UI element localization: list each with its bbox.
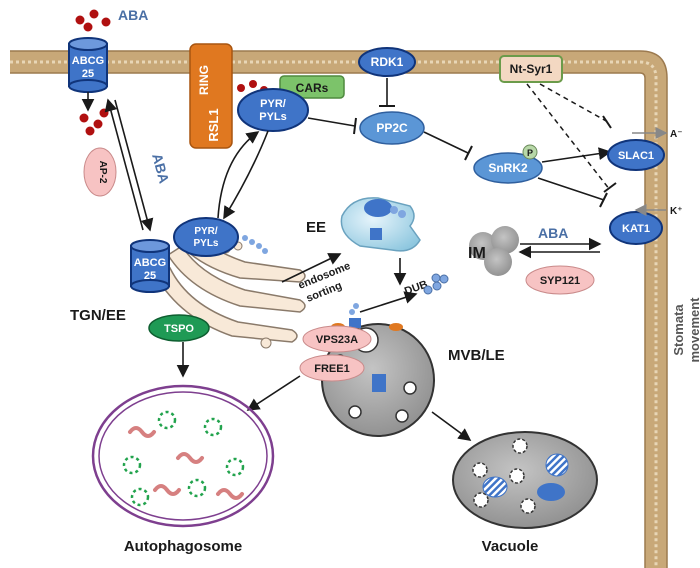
pyr-tgn-line2: PYLs [193,238,218,249]
anion-label: A⁻ [670,129,683,140]
abcg25-transporter-tgn: ABCG 25 [130,239,170,293]
vps23a-protein: VPS23A [302,325,372,353]
aba-label-mid: ABA [538,225,568,241]
early-endosome [340,197,421,252]
kat1-channel: KAT1 [609,211,663,245]
rsl1-ligase: RING RSL1 [189,43,233,149]
abcg25-top-line1: ABCG [72,55,104,67]
ee-label: EE [306,219,326,236]
stomata-line2: movement [687,297,700,363]
pp2c-label: PP2C [376,121,408,135]
abcg25-transporter-membrane: ABCG 25 [68,37,108,93]
pyr-top-line2: PYLs [259,111,287,123]
free1-label: FREE1 [314,363,349,375]
autophagosome [91,384,275,528]
pyr-pyls-receptor-tgn: PYR/ PYLs [173,217,268,257]
ring-label: RING [197,65,211,95]
nt-syr1-label: Nt-Syr1 [510,62,553,76]
phospho-label: P [527,148,533,158]
tgn-ee-label: TGN/EE [70,307,126,324]
stomata-line1: Stomata [671,304,686,356]
nt-syr1-protein: Nt-Syr1 [499,55,563,83]
pyr-pyls-receptor-top: PYR/ PYLs [237,88,309,132]
abcg25-top-line2: 25 [82,68,94,80]
vps23a-label: VPS23A [316,334,358,346]
aba-label-left: ABA [149,152,172,185]
autophagosome-label: Autophagosome [124,538,242,555]
pp2c-phosphatase: PP2C [359,111,425,145]
aba-label-top: ABA [118,7,148,23]
potassium-label: K⁺ [670,206,683,217]
abcg25-tgn-line2: 25 [144,270,156,282]
slac1-channel: SLAC1 [607,139,665,171]
abcg25-tgn-line1: ABCG [134,257,166,269]
plasma-membrane [10,50,668,568]
aba-molecules-top [75,9,111,32]
kat1-label: KAT1 [622,223,650,235]
slac1-label: SLAC1 [618,150,654,162]
ubiquitin-freed [423,273,449,295]
syp121-label: SYP121 [540,275,580,287]
pyr-tgn-line1: PYR/ [194,226,218,237]
intracellular-membrane-vesicles: IM [468,226,519,276]
snrk2-kinase: SnRK2 P [473,144,543,184]
rdk1-label: RDK1 [371,55,404,69]
vacuole-label: Vacuole [482,538,539,555]
im-label: IM [468,245,486,262]
rdk1-kinase: RDK1 [358,47,416,77]
tspo-label: TSPO [164,323,194,335]
pyr-top-line1: PYR/ [260,98,286,110]
tgn-ee-cisternae [154,229,306,349]
cars-proteins: CARs [279,75,345,99]
vacuole [452,431,598,529]
aba-molecules-left [79,108,109,136]
ap2-label: AP-2 [97,161,108,184]
ap2-adaptor: AP-2 [83,147,117,197]
free1-protein: FREE1 [299,354,365,382]
cars-label: CARs [296,81,329,95]
syp121-protein: SYP121 [525,265,595,295]
rsl1-label: RSL1 [206,108,221,141]
snrk2-label: SnRK2 [488,161,528,175]
tspo-protein: TSPO [148,314,210,342]
mvb-le-label: MVB/LE [448,347,505,364]
